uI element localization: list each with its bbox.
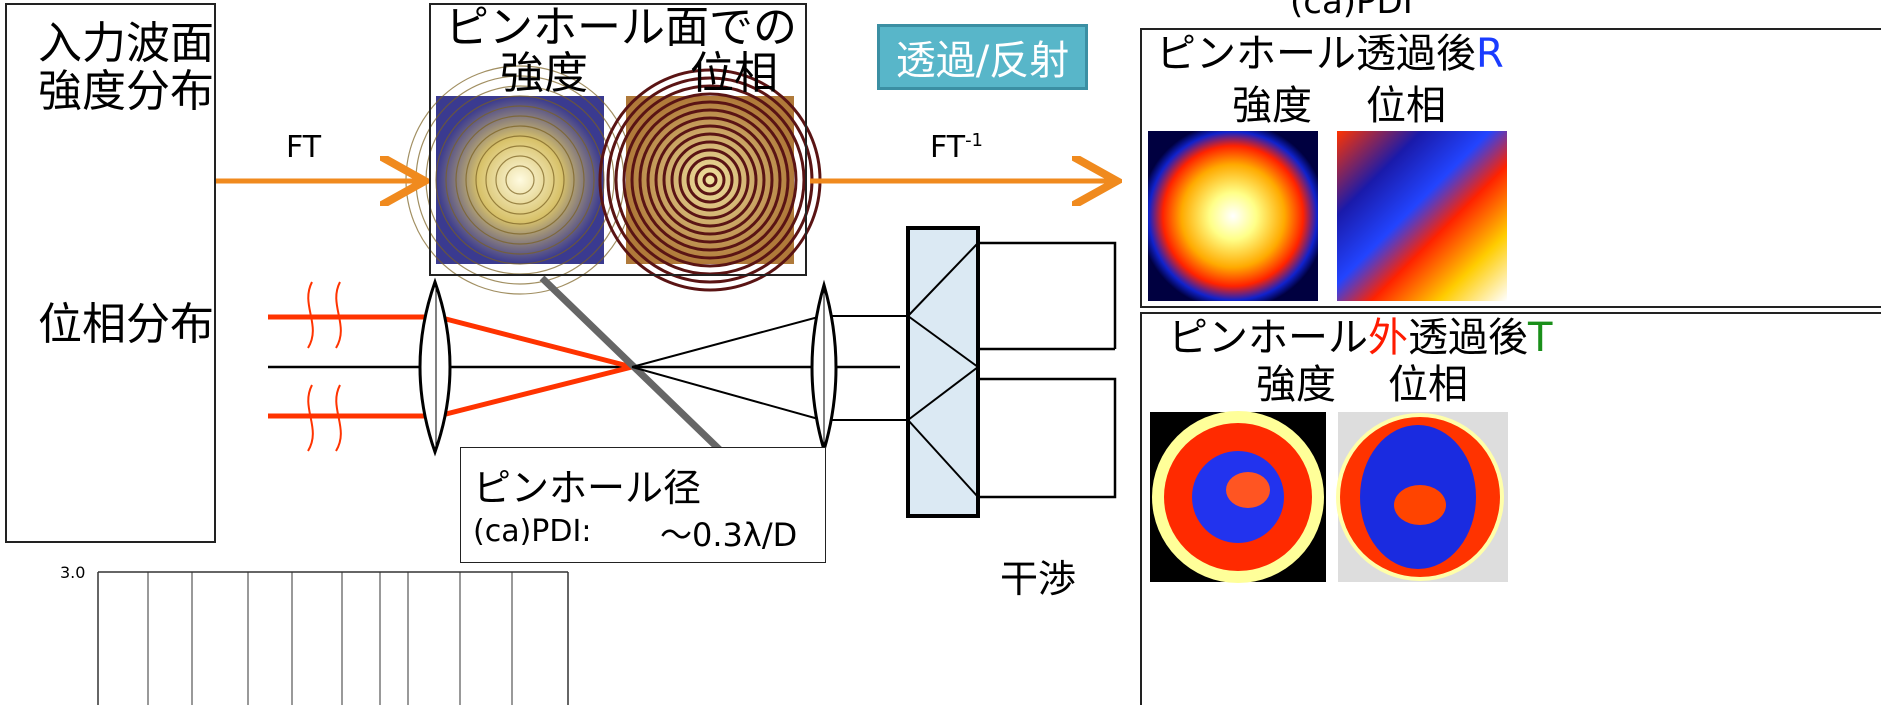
pinhole-intensity-image [405,65,635,295]
transmitted-intensity-image [1150,411,1326,583]
input-title-line1: 入力波面 [38,18,214,69]
inverse-ft-base: FT [930,130,966,165]
wavefront-mark [307,384,314,452]
reflected-title-main: ピンホール透過後 [1156,31,1476,77]
reflected-top-label: (ca)PDI [1290,0,1413,22]
pinhole-plane-title: ピンホール面での [445,2,797,53]
reflected-intensity-label: 強度 [1232,83,1312,129]
reflected-intensity-image [1148,131,1318,301]
pinhole-diameter-formula-left: (ca)PDI: [473,514,592,549]
wavefront-mark [335,384,342,452]
pinhole-plane-panel [429,3,807,276]
transmitted-phase-image [1336,412,1508,582]
ft-label: FT [286,130,322,165]
beam-splitter-block [906,226,980,518]
transmitted-intensity-label: 強度 [1256,362,1336,408]
wavefront-mark [335,281,342,349]
reflected-r-letter: R [1476,31,1504,77]
transmitted-title: ピンホール外透過後T [1168,318,1552,358]
pinhole-phase-image [598,68,822,292]
input-phase-label: 位相分布 [38,299,214,350]
wavefront-mark [307,281,314,349]
pinhole-diameter-formula-right: ～0.3λ/D [660,516,798,554]
pinhole-intensity-label: 強度 [500,48,588,99]
pinhole-transmitted-panel [1140,312,1881,705]
inverse-ft-superscript: -1 [965,130,984,151]
transmit-reflect-badge: 透過/反射 [877,24,1088,90]
reflected-title: ピンホール透過後R [1156,34,1504,74]
axis-tick-label: 3.0 [60,563,86,582]
transmitted-outside-char: 外 [1368,315,1408,361]
transmitted-t-letter: T [1528,315,1553,361]
input-title-line2: 強度分布 [38,66,214,117]
transmitted-title-part3: 透過後 [1408,315,1528,361]
pinhole-diameter-box [460,447,826,563]
pinhole-phase-label: 位相 [690,48,778,99]
chart-fragment [97,571,569,705]
transmitted-title-part1: ピンホール [1168,315,1368,361]
interference-label: 干渉 [1000,557,1077,601]
reflected-phase-label: 位相 [1366,83,1446,129]
pinhole-mirror [539,275,725,455]
pinhole-reflected-panel [1140,28,1881,308]
transmitted-phase-label: 位相 [1388,362,1468,408]
reflected-phase-image [1337,131,1507,301]
inverse-ft-label: FT-1 [930,130,983,165]
input-wavefront-panel [5,3,216,543]
pinhole-diameter-title: ピンホール径 [473,466,702,510]
lens-left [418,277,452,457]
